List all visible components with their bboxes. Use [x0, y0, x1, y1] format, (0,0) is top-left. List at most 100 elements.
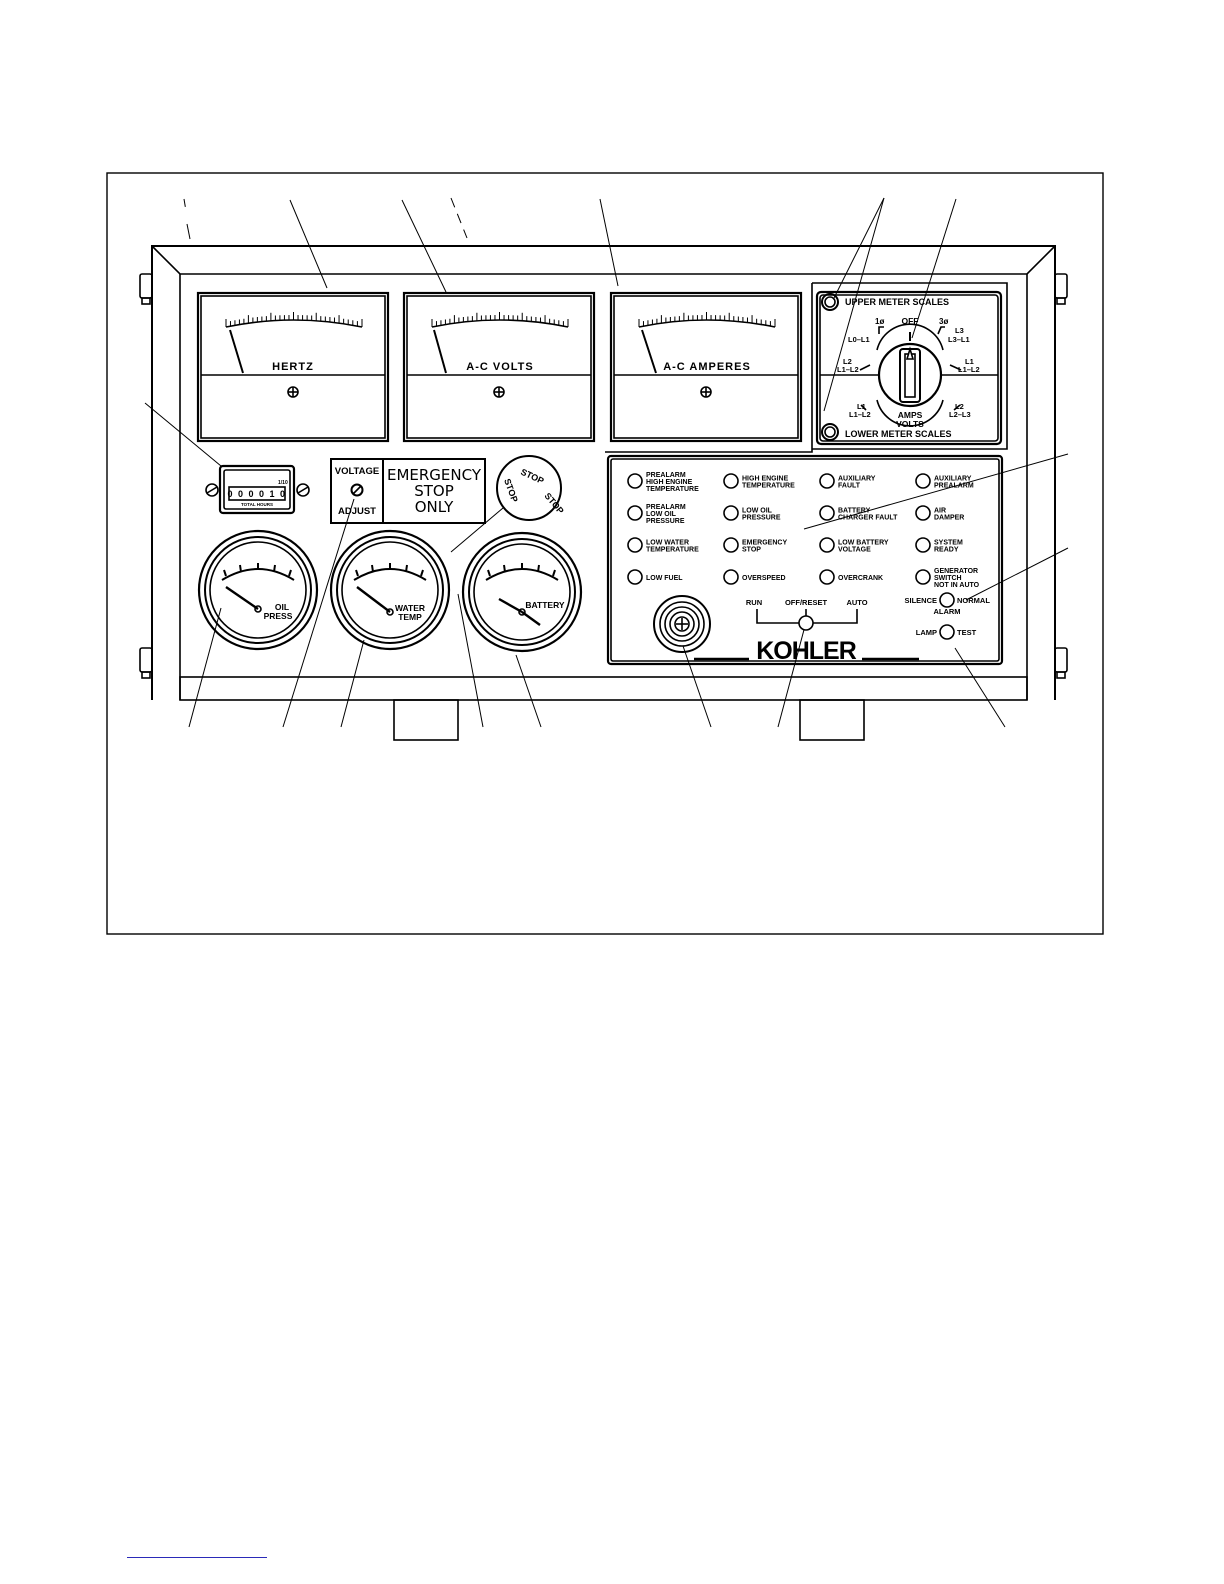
- indicator-label: LOW BATTERY: [838, 540, 889, 547]
- hourmeter-tenths: 1/10: [278, 480, 288, 486]
- indicator-label: FAULT: [838, 483, 861, 490]
- indicator-light: [627, 537, 643, 553]
- selector-1ph-label: 1ø: [875, 317, 884, 326]
- lamp-label: LAMP: [916, 628, 937, 637]
- selector-3ph-label: 3ø: [939, 317, 948, 326]
- indicator-label: OVERCRANK: [838, 575, 883, 582]
- selector-lower-l2l3-label: L2–L3: [949, 410, 971, 419]
- hertz-meter: [196, 291, 390, 443]
- indicator-label: READY: [934, 547, 959, 554]
- alarm-silence-switch[interactable]: [939, 592, 955, 608]
- selector-left-l1l2-label: L1–L2: [837, 365, 859, 374]
- voltage-label: VOLTAGE: [335, 466, 380, 477]
- indicator-lamp: OVERSPEED: [723, 569, 786, 585]
- indicator-label: SYSTEM: [934, 540, 963, 547]
- selector-left-l2-label: L2: [843, 357, 852, 366]
- indicator-label: NOT IN AUTO: [934, 582, 980, 589]
- indicator-label: PREALARM: [934, 483, 974, 490]
- indicator-label: PRESSURE: [646, 518, 685, 525]
- hourmeter-caption: TOTAL HOURS: [241, 502, 273, 507]
- selector-amps-label: AMPS: [898, 410, 923, 420]
- selector-lower-l1-label: L1: [857, 402, 866, 411]
- selector-right-l1l2-label: L1–L2: [958, 365, 980, 374]
- gauge-water-line2: TEMP: [398, 612, 422, 622]
- hourmeter-digits: 0 0 0 0 1 0: [227, 489, 286, 499]
- indicator-label: BATTERY: [838, 508, 871, 515]
- silence-label: SILENCE: [904, 596, 937, 605]
- ac-amperes-meter: [609, 291, 803, 443]
- indicator-label: AUXILIARY: [838, 476, 876, 483]
- selector-l3l1-label: L3–L1: [948, 335, 970, 344]
- lamp-test-switch[interactable]: [939, 624, 955, 640]
- stop-text-top: STOP: [519, 467, 545, 486]
- emergency-stop-button[interactable]: [496, 455, 562, 521]
- indicator-label: OVERSPEED: [742, 575, 786, 582]
- footer-link-underline: [127, 1557, 267, 1558]
- voltage-adjust-plate: [330, 458, 486, 524]
- emergency-label-line1: EMERGENCY: [387, 466, 482, 484]
- indicator-label: CHARGER FAULT: [838, 515, 898, 522]
- indicator-label: PRESSURE: [742, 515, 781, 522]
- indicator-lamp: OVERCRANK: [819, 569, 883, 585]
- gauge-oil-line2: PRESS: [264, 611, 293, 621]
- indicator-label: TEMPERATURE: [742, 483, 795, 490]
- selector-off-label: OFF: [902, 316, 919, 326]
- indicator-label: AUXILIARY: [934, 476, 972, 483]
- indicator-label: GENERATOR: [934, 568, 978, 575]
- indicator-label: TEMPERATURE: [646, 547, 699, 554]
- indicator-label: HIGH ENGINE: [742, 476, 789, 483]
- selector-lower-l2-label: L2: [955, 402, 964, 411]
- battery-gauge: [461, 531, 583, 653]
- indicator-light: [627, 505, 643, 521]
- indicator-light: [627, 473, 643, 489]
- indicator-label: LOW OIL: [646, 511, 677, 518]
- alarm-label: ALARM: [933, 607, 960, 616]
- selector-volts-label: VOLTS: [896, 419, 924, 429]
- normal-label: NORMAL: [957, 596, 990, 605]
- indicator-label: PREALARM: [646, 504, 686, 511]
- gauge-battery-line1: BATTERY: [525, 600, 565, 610]
- indicator-light: [915, 505, 931, 521]
- mode-run-label: RUN: [746, 598, 762, 607]
- lower-meter-scales-label: LOWER METER SCALES: [845, 429, 952, 439]
- selector-right-l1-label: L1: [965, 357, 974, 366]
- indicator-light: [627, 569, 643, 585]
- indicator-light: [819, 505, 835, 521]
- indicator-label: AIR: [934, 508, 946, 515]
- mode-auto-label: AUTO: [846, 598, 867, 607]
- indicator-light: [819, 537, 835, 553]
- mode-switch[interactable]: [756, 609, 858, 631]
- indicator-light: [723, 569, 739, 585]
- figure-border: [106, 172, 1104, 935]
- indicator-light: [723, 505, 739, 521]
- meter-selector-panel: [815, 290, 1003, 446]
- indicator-light: [915, 537, 931, 553]
- indicator-light: [819, 473, 835, 489]
- gauge-oil-line1: OIL: [275, 602, 289, 612]
- indicator-label: LOW FUEL: [646, 575, 683, 582]
- selector-lower-l1l2-label: L1–L2: [849, 410, 871, 419]
- indicator-light: [915, 473, 931, 489]
- indicator-light: [819, 569, 835, 585]
- indicator-label: VOLTAGE: [838, 547, 871, 554]
- indicator-light: [723, 473, 739, 489]
- oil-pressure-gauge: [197, 529, 319, 651]
- indicator-label: SWITCH: [934, 575, 962, 582]
- emergency-label-line3: ONLY: [415, 498, 454, 516]
- test-label: TEST: [957, 628, 977, 637]
- indicator-label: HIGH ENGINE: [646, 479, 693, 486]
- meter-label-volts: A-C VOLTS: [466, 361, 533, 373]
- selector-l0l1-label: L0–L1: [848, 335, 870, 344]
